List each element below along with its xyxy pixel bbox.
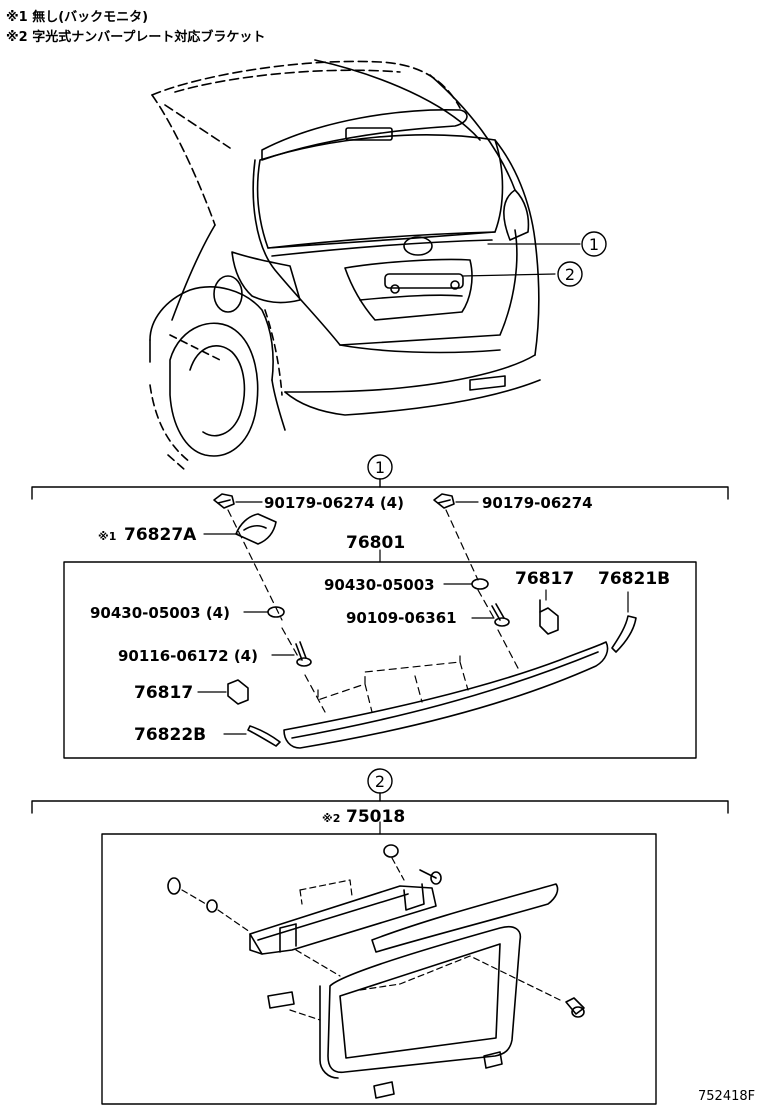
label-90179-06274: 90179-06274 [482, 494, 593, 512]
svg-text:2: 2 [565, 265, 575, 284]
section-1-header: 1 [31, 454, 729, 500]
screw-90109 [491, 603, 510, 627]
note-1: ※1 無し(バックモニタ) [6, 10, 149, 25]
washer-90430-right [471, 578, 489, 590]
label-76801-assy: 76801 [346, 533, 405, 553]
label-90179-06274-4: 90179-06274 (4) [264, 494, 404, 512]
car-illustration [149, 59, 581, 471]
svg-text:2: 2 [375, 772, 385, 791]
clip-90179-left [213, 493, 235, 509]
svg-text:1: 1 [375, 458, 385, 477]
end-cap-76821b [611, 615, 637, 653]
label-76821b: 76821B [598, 569, 670, 589]
screw-90116 [295, 641, 312, 667]
mark-note-1: ※1 [98, 530, 116, 543]
label-76827a: 76827A [124, 525, 197, 545]
clip-90179-right [433, 493, 455, 509]
figure-id: 752418F [698, 1089, 755, 1104]
label-76817-right: 76817 [515, 569, 574, 589]
label-90430-05003: 90430-05003 [324, 576, 435, 594]
mark-note-2: ※2 [322, 812, 340, 825]
back-door-garnish-76801 [283, 641, 609, 749]
clip-76817-right [539, 599, 559, 635]
section-2-header: 2 [31, 768, 729, 814]
cover-76827a [235, 513, 277, 545]
label-75018: 75018 [346, 807, 405, 827]
label-76817-left: 76817 [134, 683, 193, 703]
label-90109-06361: 90109-06361 [346, 609, 457, 627]
callout-1-top: 1 [581, 231, 607, 257]
note-2: ※2 字光式ナンバープレート対応ブラケット [6, 30, 266, 45]
end-cap-76822b [247, 725, 281, 747]
label-90116-06172-4: 90116-06172 (4) [118, 647, 258, 665]
label-90430-05003-4: 90430-05003 (4) [90, 604, 230, 622]
svg-text:1: 1 [589, 235, 599, 254]
plate-bracket-75018 [167, 844, 585, 1099]
label-76822b: 76822B [134, 725, 206, 745]
callout-2-top: 2 [557, 261, 583, 287]
clip-76817-left [227, 679, 249, 705]
